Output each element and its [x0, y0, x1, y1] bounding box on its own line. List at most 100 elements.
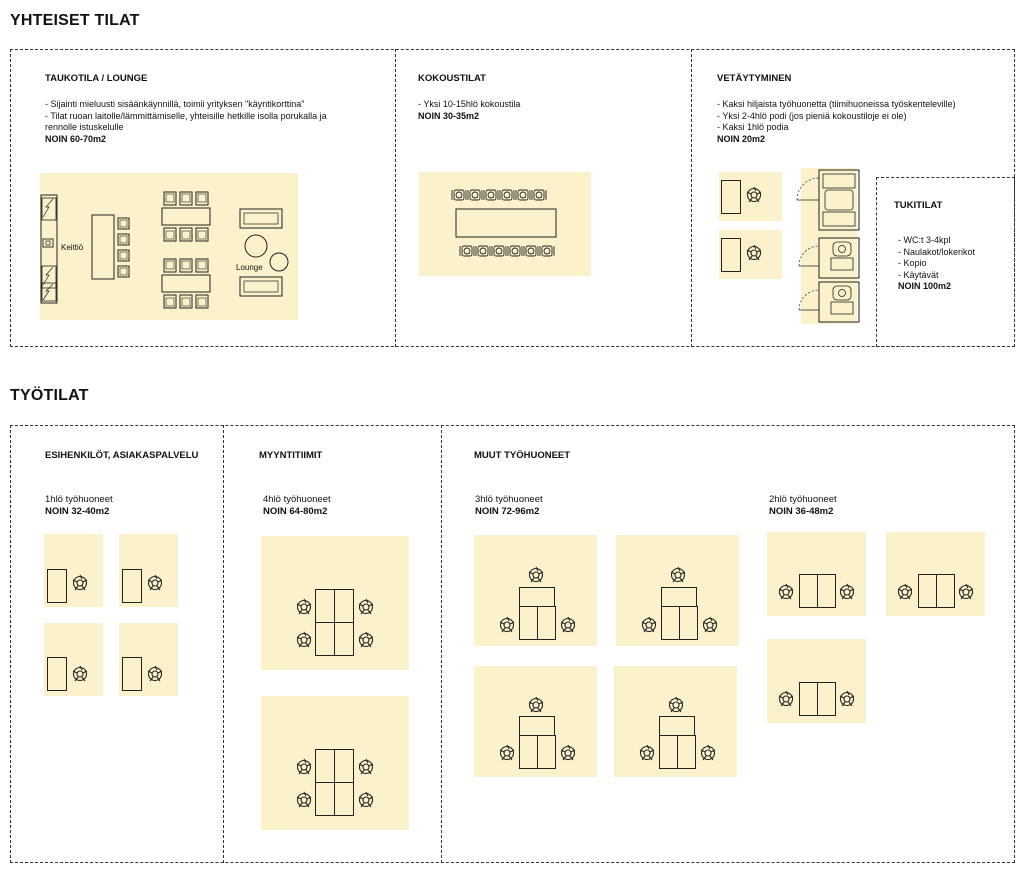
room-type-label: 1hlö työhuoneet	[45, 494, 113, 505]
desk	[661, 606, 680, 640]
three-person-office	[474, 535, 597, 646]
desk	[799, 682, 818, 716]
desk	[659, 735, 678, 769]
description-line: - Yksi 2-4hlö podi (jos pieniä kokoustil…	[717, 110, 907, 121]
area-label: NOIN 64-80m2	[263, 505, 328, 517]
area-label: NOIN 60-70m2	[45, 133, 107, 144]
quiet-room	[719, 230, 782, 279]
work-spaces-zone	[10, 425, 1015, 863]
lounge-title: TAUKOTILA / LOUNGE	[45, 73, 148, 84]
desk	[315, 749, 335, 783]
area-label: NOIN 32-40m2	[45, 505, 110, 517]
support-spaces-zone	[876, 177, 1015, 347]
desk	[334, 782, 354, 816]
four-person-office	[261, 696, 409, 830]
area-label: NOIN 30-35m2	[418, 110, 480, 121]
two-person-subtitle: 2hlö työhuoneet NOIN 36-48m2	[769, 494, 837, 517]
office-chair-icon	[700, 744, 716, 761]
office-chair-icon	[668, 696, 684, 713]
office-chair-icon	[296, 758, 312, 775]
pods-floorplan	[796, 168, 860, 324]
sales-subtitle: 4hlö työhuoneet NOIN 64-80m2	[263, 494, 331, 517]
desk	[659, 716, 695, 736]
meeting-title: KOKOUSTILAT	[418, 73, 486, 84]
zone-divider	[441, 425, 442, 863]
description-line: - Käytävät	[898, 269, 939, 280]
three-person-office	[616, 535, 739, 646]
meeting-description: - Yksi 10-15hlö kokoustila NOIN 30-35m2	[418, 99, 520, 122]
three-person-office	[474, 666, 597, 777]
lounge-floorplan: Keittiö Lounge	[40, 173, 298, 320]
office-chair-icon	[296, 791, 312, 808]
office-chair-icon	[358, 598, 374, 615]
office-chair-icon	[296, 631, 312, 648]
kitchen-label: Keittiö	[61, 243, 84, 252]
office-chair-icon	[778, 690, 794, 707]
office-chair-icon	[499, 744, 515, 761]
description-line: - Sijainti mieluusti sisäänkäynnillä, to…	[45, 99, 305, 109]
desk	[918, 574, 937, 608]
desk	[677, 735, 696, 769]
desk	[334, 589, 354, 623]
office-chair-icon	[839, 583, 855, 600]
single-office	[119, 534, 178, 607]
description-line: - Kopio	[898, 258, 927, 268]
three-person-subtitle: 3hlö työhuoneet NOIN 72-96m2	[475, 494, 543, 517]
office-chair-icon	[639, 744, 655, 761]
description-line: - WC:t 3-4kpl	[898, 235, 951, 245]
retreat-title: VETÄYTYMINEN	[717, 73, 792, 84]
desk	[519, 735, 538, 769]
office-chair-icon	[958, 583, 974, 600]
two-person-office	[886, 532, 985, 616]
meeting-room-floorplan	[419, 172, 591, 276]
area-label: NOIN 36-48m2	[769, 505, 834, 517]
office-chair-icon	[147, 574, 163, 591]
room-type-label: 4hlö työhuoneet	[263, 494, 331, 505]
office-chair-icon	[528, 696, 544, 713]
shared-spaces-heading: YHTEISET TILAT	[10, 12, 140, 29]
description-line: - Kaksi hiljaista työhuonetta (tiimihuon…	[717, 99, 956, 109]
lounge-description: - Sijainti mieluusti sisäänkäynnillä, to…	[45, 99, 327, 145]
office-chair-icon	[897, 583, 913, 600]
zone-divider	[223, 425, 224, 863]
pods-drawing	[796, 169, 860, 323]
office-chair-icon	[72, 574, 88, 591]
desk	[537, 606, 556, 640]
zone-divider	[395, 49, 396, 347]
three-person-office	[614, 666, 737, 777]
desk	[47, 569, 67, 603]
office-chair-icon	[702, 616, 718, 633]
office-chair-icon	[839, 690, 855, 707]
desk	[661, 587, 697, 607]
supervisors-title: ESIHENKILÖT, ASIAKASPALVELU	[45, 450, 199, 461]
other-offices-title: MUUT TYÖHUONEET	[474, 450, 571, 461]
retreat-description: - Kaksi hiljaista työhuonetta (tiimihuon…	[717, 99, 956, 145]
office-chair-icon	[560, 744, 576, 761]
desk	[519, 587, 555, 607]
work-spaces-heading: TYÖTILAT	[10, 387, 89, 404]
area-label: NOIN 20m2	[717, 133, 766, 144]
desk	[122, 569, 142, 603]
four-person-office	[261, 536, 409, 670]
single-office	[44, 623, 103, 696]
description-line: - Naulakot/lokerikot	[898, 246, 976, 257]
desk	[315, 782, 335, 816]
office-chair-icon	[358, 791, 374, 808]
room-type-label: 3hlö työhuoneet	[475, 494, 543, 505]
office-chair-icon	[147, 665, 163, 682]
desk	[817, 574, 836, 608]
two-person-office	[767, 639, 866, 723]
desk	[537, 735, 556, 769]
desk	[799, 574, 818, 608]
lounge-plan-drawing	[40, 191, 289, 309]
meeting-plan-drawing	[451, 189, 557, 257]
office-chair-icon	[296, 598, 312, 615]
office-chair-icon	[560, 616, 576, 633]
desk	[334, 622, 354, 656]
office-chair-icon	[670, 566, 686, 583]
desk	[315, 622, 335, 656]
desk	[122, 657, 142, 691]
area-label: NOIN 100m2	[898, 281, 952, 291]
single-office	[44, 534, 103, 607]
supervisors-subtitle: 1hlö työhuoneet NOIN 32-40m2	[45, 494, 113, 517]
